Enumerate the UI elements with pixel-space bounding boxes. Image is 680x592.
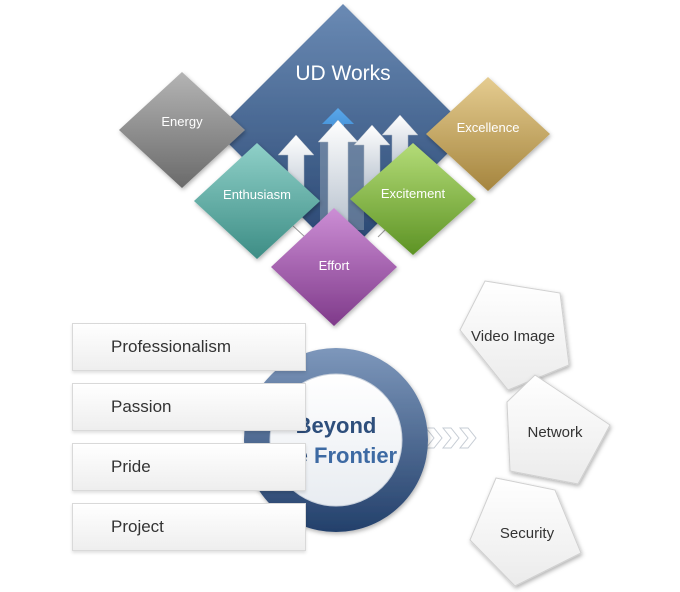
pillar-passion[interactable]: Passion	[72, 383, 306, 431]
ud-works-title: UD Works	[295, 62, 390, 85]
energy-label: Energy	[161, 114, 203, 129]
security-label: Security	[500, 525, 555, 542]
vision-line2-b: Frontier	[314, 443, 398, 468]
effort-label: Effort	[319, 258, 350, 273]
excellence-label: Excellence	[457, 120, 520, 135]
pillar-project[interactable]: Project	[72, 503, 306, 551]
chevron-arrows-icon	[424, 427, 477, 449]
enthusiasm-diamond	[194, 143, 320, 259]
network-pentagon	[506, 374, 611, 485]
vision-line1: Beyond	[296, 413, 377, 438]
effort-diamond	[271, 208, 397, 326]
excitement-label: Excitement	[381, 186, 446, 201]
security-pentagon	[469, 477, 582, 587]
growth-arrows	[277, 108, 419, 230]
video-image-label: Video Image	[471, 328, 555, 345]
enthusiasm-label: Enthusiasm	[223, 187, 291, 202]
excellence-diamond	[426, 77, 550, 191]
excitement-diamond	[350, 143, 476, 255]
network-label: Network	[527, 424, 583, 441]
pillar-pride[interactable]: Pride	[72, 443, 306, 491]
pillar-professionalism[interactable]: Professionalism	[72, 323, 306, 371]
energy-diamond	[119, 72, 245, 188]
